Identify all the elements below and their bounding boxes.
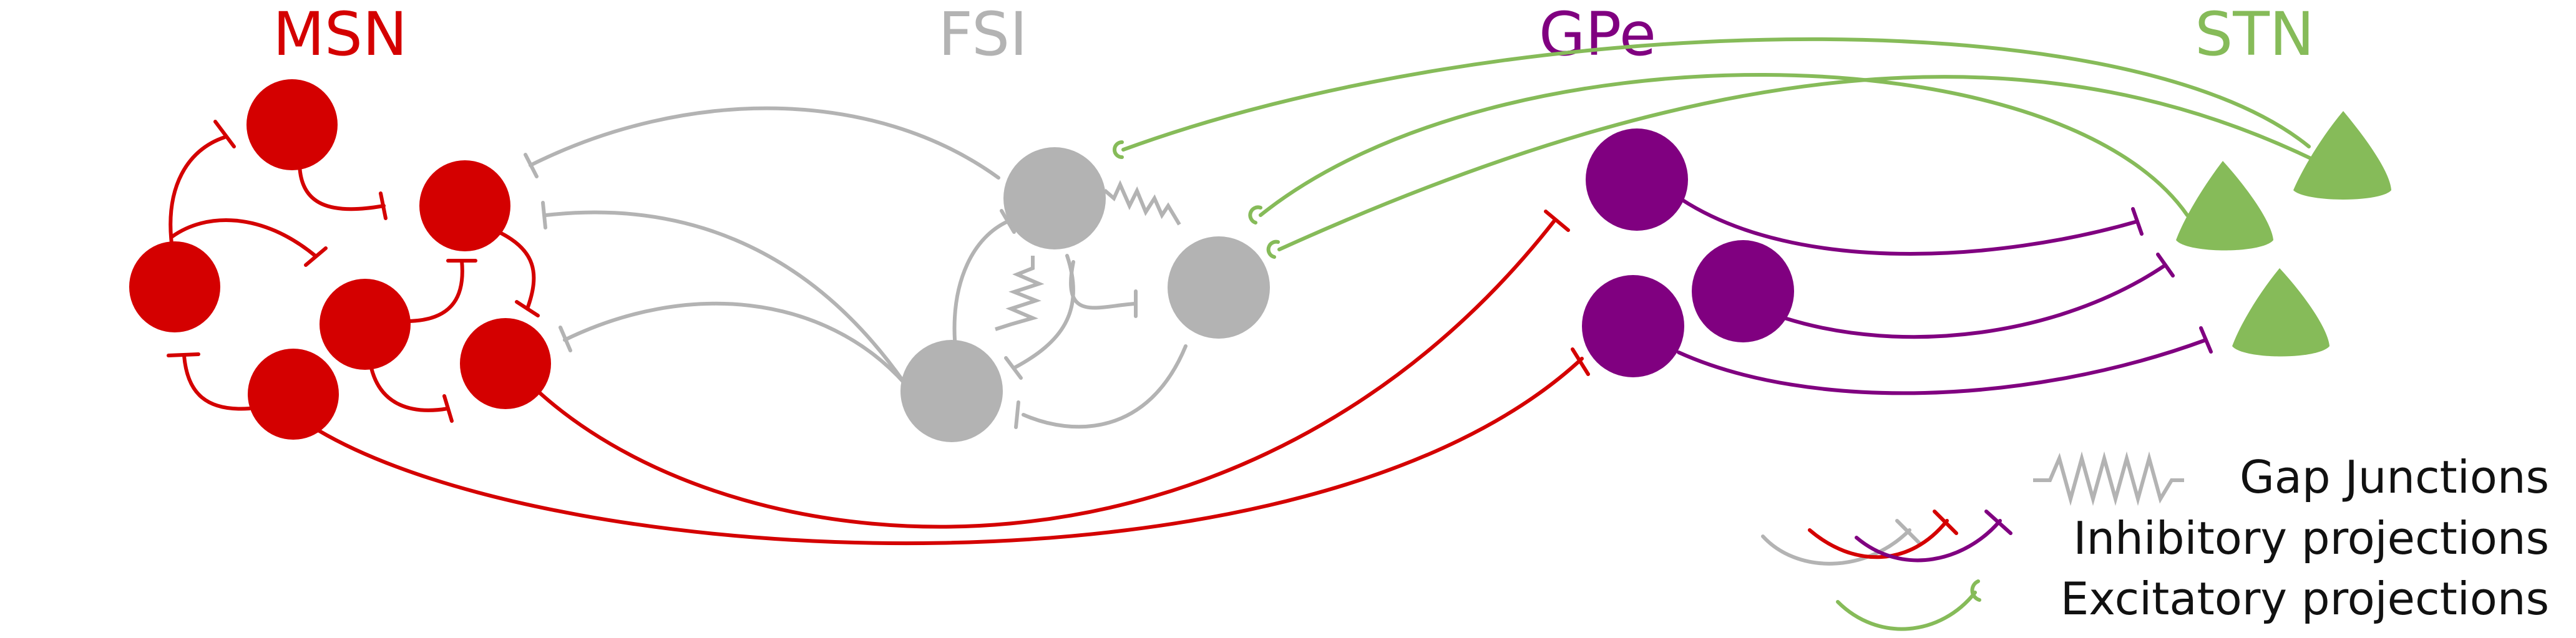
excitatory-legend-label: Excitatory projections xyxy=(2061,573,2549,625)
msn-to-gpe-projections xyxy=(316,210,1590,546)
msn-neuron xyxy=(419,160,510,251)
gpe-neurons xyxy=(1582,128,1794,377)
gpe-neuron xyxy=(1582,275,1684,377)
fsi-neuron xyxy=(900,340,1003,442)
msn-neuron xyxy=(246,79,338,170)
fsi-neuron xyxy=(1168,236,1270,339)
stn-neuron xyxy=(2232,268,2330,357)
stn-neurons xyxy=(2176,111,2391,357)
gpe-to-stn-projections xyxy=(1677,198,2213,395)
msn-neuron xyxy=(460,318,551,409)
fsi-neuron xyxy=(1003,147,1106,249)
legend: Gap Junctions Inhibitory projections Exc… xyxy=(1761,451,2549,631)
gpe-neuron xyxy=(1692,240,1794,342)
gap-junctions-legend-label: Gap Junctions xyxy=(2240,451,2549,503)
fsi-neurons xyxy=(900,147,1270,442)
inhibitory-legend-label: Inhibitory projections xyxy=(2073,512,2549,564)
msn-neuron xyxy=(129,241,220,332)
stn-neuron xyxy=(2176,161,2273,251)
stn-to-fsi-projections xyxy=(1113,37,2314,259)
gpe-neuron xyxy=(1586,128,1688,231)
stn-group-label: STN xyxy=(2195,0,2314,69)
fsi-group-label: FSI xyxy=(939,0,1028,69)
fsi-to-msn-projections xyxy=(524,106,1000,385)
fsi-gap-junctions xyxy=(995,180,1181,331)
msn-neuron xyxy=(320,279,411,370)
excitatory-legend-icon xyxy=(1836,579,1981,631)
msn-group-label: MSN xyxy=(273,0,407,69)
gpe-group-label: GPe xyxy=(1539,0,1656,69)
msn-neurons xyxy=(129,79,551,440)
stn-neuron xyxy=(2293,111,2391,200)
inhibitory-legend-icon xyxy=(1761,510,2012,566)
gap-junction-legend-icon xyxy=(2033,451,2184,506)
msn-collaterals xyxy=(167,120,540,423)
msn-neuron xyxy=(248,349,339,440)
fsi-to-fsi-projections xyxy=(952,209,1188,429)
